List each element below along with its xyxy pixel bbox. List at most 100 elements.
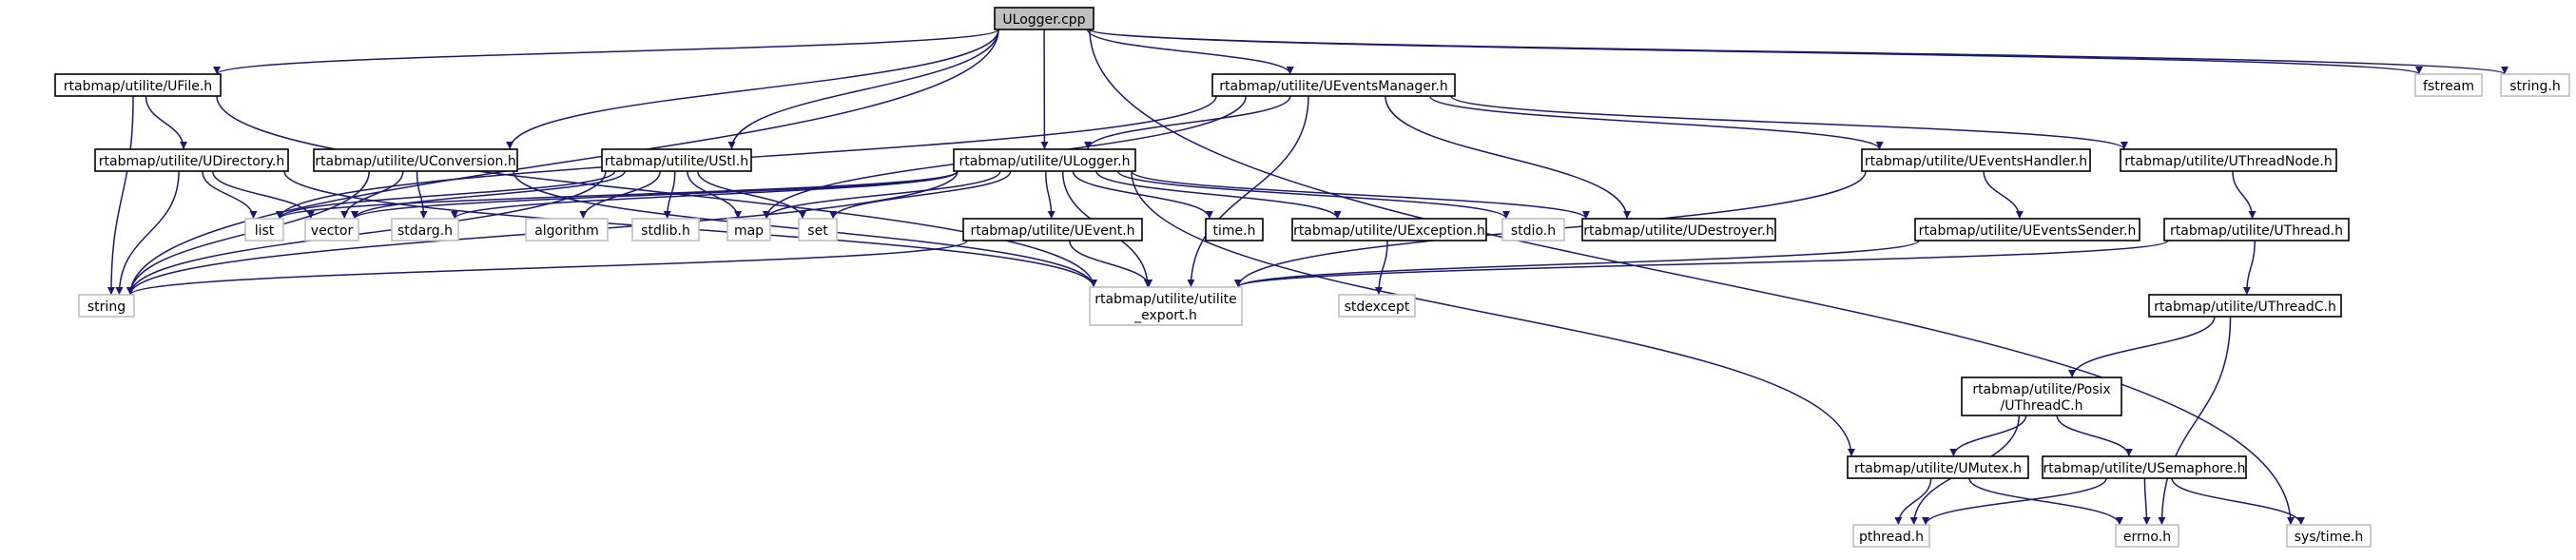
edge-line [727, 29, 999, 150]
edge-line [1983, 170, 2024, 220]
node-fstream: fstream [2414, 73, 2483, 97]
node-label: rtabmap/utilite/UThreadNode.h [2124, 154, 2332, 169]
edge-line [2068, 316, 2216, 378]
edge-posix-uthreadc-to-umutex [1949, 415, 2027, 457]
node-uthreadc[interactable]: rtabmap/utilite/UThreadC.h [2148, 294, 2342, 318]
node-label: string.h [2509, 79, 2561, 94]
node-box [2148, 294, 2342, 318]
edge-uconversion-to-vector [340, 170, 404, 220]
edge-umutex-to-errno [1968, 477, 2123, 526]
node-box [1914, 218, 2140, 241]
edge-line [1086, 29, 1294, 75]
node-udirectory[interactable]: rtabmap/utilite/UDirectory.h [94, 148, 289, 172]
edge-line [416, 170, 428, 220]
node-label: rtabmap/utilite/UMutex.h [1854, 461, 2022, 476]
node-ulogger-h[interactable]: rtabmap/utilite/ULogger.h [953, 148, 1136, 172]
edge-line [1084, 95, 1291, 150]
edge-ulogger-h-to-uevent [1045, 170, 1056, 220]
node-box [601, 148, 752, 172]
edge-uevent-to-utilite-export [1069, 240, 1153, 288]
edge-line [145, 95, 188, 150]
node-label: stdlib.h [641, 223, 690, 239]
node-box [78, 294, 135, 318]
node-box [1205, 218, 1264, 241]
node-set: set [798, 218, 838, 241]
node-box [2120, 148, 2337, 172]
node-ustl[interactable]: rtabmap/utilite/UStl.h [601, 148, 752, 172]
edge-line [115, 170, 180, 296]
edge-ufile-to-utilite-export [216, 95, 1097, 288]
edge-line [216, 95, 1097, 288]
edge-ustl-to-string [126, 170, 607, 296]
edge-line [1116, 170, 1510, 220]
node-label: string [87, 299, 126, 315]
node-box [525, 218, 609, 241]
node-label: stdexcept [1345, 299, 1410, 315]
edge-line [1429, 95, 1884, 150]
edge-line [1131, 170, 1855, 457]
edge-line [2158, 316, 2232, 526]
node-ufile[interactable]: rtabmap/utilite/UFile.h [54, 73, 222, 97]
edge-ulogger-h-to-uexception [1095, 170, 1342, 220]
node-pthread: pthread.h [1852, 524, 1930, 548]
edge-ufile-to-udirectory [145, 95, 188, 150]
node-uexception[interactable]: rtabmap/utilite/UException.h [1291, 218, 1487, 241]
edge-ulogger-h-to-stdarg [451, 170, 959, 220]
node-ueventshandler[interactable]: rtabmap/utilite/UEventsHandler.h [1861, 148, 2091, 172]
edge-line [351, 170, 626, 220]
edge-ulogger-h-to-map [763, 170, 1001, 220]
node-label: _export.h [1133, 308, 1197, 323]
node-usemaphore[interactable]: rtabmap/utilite/USemaphore.h [2042, 455, 2247, 479]
edge-udirectory-to-string [115, 170, 180, 296]
edge-line [126, 240, 968, 296]
node-label: rtabmap/utilite/UDirectory.h [99, 154, 284, 169]
edge-line [1450, 95, 2128, 150]
node-box [1291, 218, 1487, 241]
node-ulogger-cpp: ULogger.cpp [994, 7, 1094, 30]
node-box [391, 218, 459, 241]
edge-line [1968, 477, 2123, 526]
edge-line [1131, 170, 1590, 220]
edge-line [351, 170, 959, 220]
edge-ueventssender-to-utilite-export [1234, 240, 1920, 288]
node-time-h[interactable]: time.h [1205, 218, 1264, 241]
edge-line [506, 29, 999, 150]
node-label: rtabmap/utilite/UEventsHandler.h [1865, 154, 2087, 169]
node-string-h: string.h [2500, 73, 2570, 97]
node-box [962, 218, 1143, 241]
node-sys-time: sys/time.h [2286, 524, 2372, 548]
node-uthread[interactable]: rtabmap/utilite/UThread.h [2163, 218, 2350, 241]
node-ueventssender[interactable]: rtabmap/utilite/UEventsSender.h [1914, 218, 2140, 241]
node-box [2500, 73, 2570, 97]
node-uthreadnode[interactable]: rtabmap/utilite/UThreadNode.h [2120, 148, 2337, 172]
node-stdio: stdio.h [1501, 218, 1565, 241]
edge-line [1894, 477, 1932, 526]
edge-ulogger-cpp-to-ueventsmanager [1086, 29, 1294, 75]
node-ueventsmanager[interactable]: rtabmap/utilite/UEventsManager.h [1211, 73, 1456, 97]
edge-uthreadnode-to-uthread [2232, 170, 2256, 220]
node-posix-uthreadc[interactable]: rtabmap/utilite/Posix/UThreadC.h [1961, 377, 2122, 416]
edge-ulogger-cpp-to-sys-time [1089, 29, 2295, 526]
node-algorithm: algorithm [525, 218, 609, 241]
node-label: rtabmap/utilite/UEvent.h [970, 223, 1134, 239]
edge-line [213, 29, 999, 75]
edge-line [126, 170, 607, 296]
node-uevent[interactable]: rtabmap/utilite/UEvent.h [962, 218, 1143, 241]
edge-line [763, 170, 1001, 220]
edge-ulogger-cpp-to-ustl [727, 29, 999, 150]
edge-line [1385, 95, 1632, 220]
node-label: /UThreadC.h [2000, 398, 2082, 414]
node-udestroyer[interactable]: rtabmap/utilite/UDestroyer.h [1581, 218, 1776, 241]
node-box [1961, 377, 2122, 416]
node-umutex[interactable]: rtabmap/utilite/UMutex.h [1847, 455, 2029, 479]
edge-line [1922, 477, 2107, 526]
edge-udirectory-to-list [202, 170, 258, 220]
edge-uthread-to-utilite-export [1234, 240, 2169, 288]
node-label: set [807, 223, 828, 239]
node-label: rtabmap/utilite/UDestroyer.h [1583, 223, 1774, 239]
edge-ulogger-h-to-set [829, 170, 1012, 220]
node-box [1847, 455, 2029, 479]
node-uconversion[interactable]: rtabmap/utilite/UConversion.h [313, 148, 518, 172]
node-box [94, 148, 289, 172]
node-label: list [255, 223, 275, 239]
